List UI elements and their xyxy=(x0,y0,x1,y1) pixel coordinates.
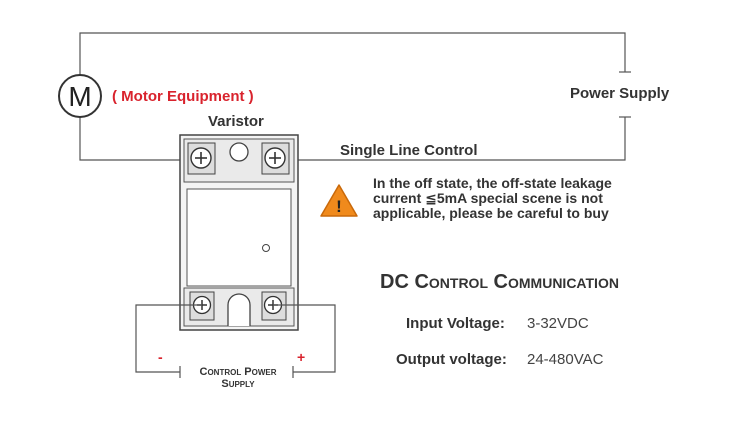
dc-control-title: DC Control Communication xyxy=(380,271,619,293)
output-voltage-label: Output voltage: xyxy=(396,351,507,368)
input-voltage-value: 3-32VDC xyxy=(527,315,589,332)
varistor-label: Varistor xyxy=(208,113,264,130)
left-motor-wire xyxy=(79,117,202,161)
motor-symbol: M xyxy=(68,81,91,112)
varistor-hole xyxy=(229,142,249,162)
input-voltage-label: Input Voltage: xyxy=(406,315,505,332)
control-wire-left xyxy=(135,304,202,373)
mounting-slot xyxy=(227,293,251,326)
warning-triangle-icon: ! xyxy=(320,184,358,217)
top-wire xyxy=(79,32,626,75)
output-voltage-value: 24-480VAC xyxy=(527,351,604,368)
relay-label-panel xyxy=(186,188,292,287)
right-return-wire xyxy=(290,117,626,161)
control-power-supply-label: Control Power Supply xyxy=(199,366,277,390)
relay-led xyxy=(262,244,270,252)
control-wire-right xyxy=(273,304,336,373)
control-minus-sign: - xyxy=(158,349,163,365)
motor-circle xyxy=(58,74,102,118)
control-plus-sign: + xyxy=(297,349,306,365)
motor-label: ( Motor Equipment ) xyxy=(112,88,254,105)
single-line-control-label: Single Line Control xyxy=(340,142,478,159)
power-supply-label: Power Supply xyxy=(570,85,670,102)
warning-text: In the off state, the off-state leakage … xyxy=(373,175,612,221)
svg-text:!: ! xyxy=(336,197,342,216)
